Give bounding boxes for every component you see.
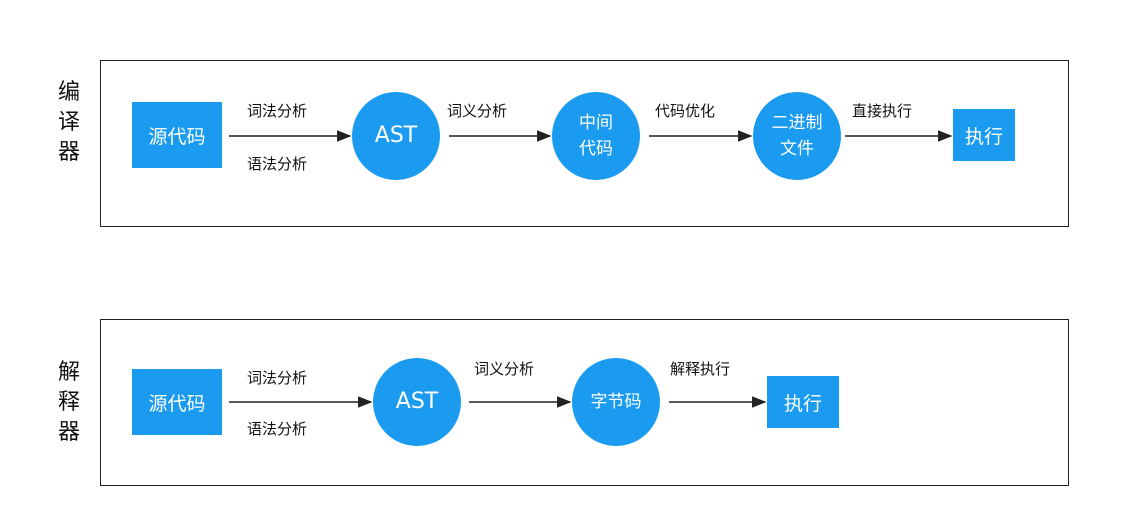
interpreter-interpret-exec-label: 解释执行: [670, 360, 731, 378]
compiler-binary-node: 二进制 文件: [753, 92, 841, 180]
compiler-lexical-label: 词法分析: [247, 102, 308, 120]
compiler-side-label: 编 译 器: [57, 80, 80, 165]
interpreter-bytecode-node: 字节码: [572, 358, 660, 446]
compiler-ast-node: AST: [352, 92, 440, 180]
compiler-semantic-label: 词义分析: [447, 102, 508, 120]
interpreter-semantic-label: 词义分析: [474, 360, 535, 378]
compiler-source-node: 源代码: [132, 102, 222, 168]
interpreter-lexical-label: 词法分析: [247, 369, 308, 387]
compiler-execute-node: 执行: [953, 109, 1015, 161]
interpreter-side-label: 解 释 器: [57, 360, 80, 445]
compiler-optimize-label: 代码优化: [655, 102, 716, 120]
interpreter-syntax-label: 语法分析: [247, 420, 308, 438]
interpreter-ast-node: AST: [373, 358, 461, 446]
compiler-syntax-label: 语法分析: [247, 155, 308, 173]
compiler-direct-exec-label: 直接执行: [852, 102, 913, 120]
interpreter-execute-node: 执行: [767, 376, 839, 428]
compiler-intermediate-node: 中间 代码: [552, 92, 640, 180]
interpreter-source-node: 源代码: [132, 369, 222, 435]
